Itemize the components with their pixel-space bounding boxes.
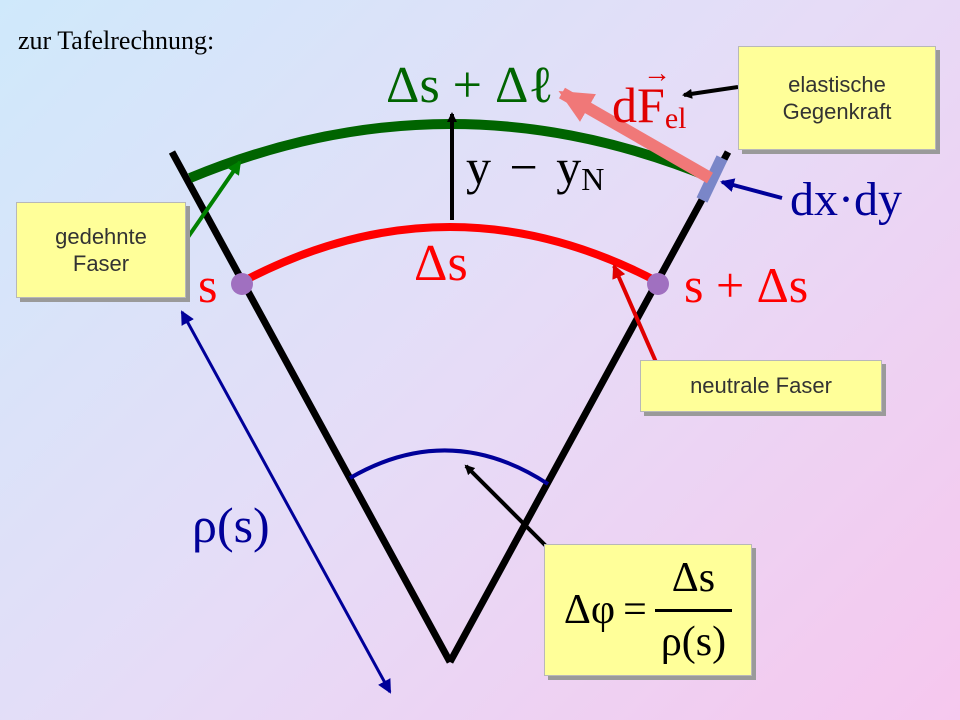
yN-var: y [556, 139, 582, 195]
point-s-plus-delta-s [647, 273, 669, 295]
arrow-to-force [682, 85, 739, 99]
box-neutrale-faser: neutrale Faser [640, 360, 882, 412]
arrow-to-neutral-fiber [612, 264, 658, 363]
dF-d: d [612, 77, 637, 133]
formula-box: Δφ = Δs ρ(s) [544, 544, 752, 676]
formula-fraction: Δs ρ(s) [654, 552, 733, 669]
minus-sign: − [509, 139, 538, 195]
label-s-plus-delta-s: s + Δs [684, 257, 809, 313]
label-dF-el: d→Fel [612, 60, 687, 135]
neutral-fiber-arc [240, 223, 660, 286]
arrow-to-angle [464, 464, 550, 550]
formula-denominator: ρ(s) [654, 608, 733, 669]
box-elastische-line2: Gegenkraft [782, 99, 892, 124]
wedge-right-line [446, 150, 732, 664]
y-var: y [466, 139, 491, 195]
formula-equals: = [623, 586, 647, 633]
area-element-marker [696, 155, 728, 203]
box-gedehnte-line2: Faser [72, 251, 130, 276]
label-delta-s-plus-delta-l: Δs + Δℓ [386, 57, 554, 114]
point-s [231, 273, 253, 295]
box-elastische-line1: elastische [788, 71, 886, 97]
label-rho-s: ρ(s) [192, 497, 270, 553]
angle-arc [348, 448, 550, 486]
label-delta-s: Δs [414, 235, 468, 292]
radius-arrow [180, 310, 392, 694]
formula-lhs: Δφ [563, 586, 616, 633]
label-s: s [198, 257, 218, 313]
label-dx-dy: dx·dy [790, 173, 902, 226]
label-y-minus-yN: y − yN [466, 142, 604, 195]
vector-arrow: → [643, 58, 671, 89]
box-elastische-gegenkraft: elastische Gegenkraft [738, 46, 936, 150]
elastic-force-arrow [558, 87, 713, 184]
box-gedehnte-line1: gedehnte [55, 223, 147, 249]
yN-subscript: N [581, 161, 605, 197]
title-text: zur Tafelrechnung: [18, 26, 215, 55]
dF-F: F [637, 77, 665, 133]
box-gedehnte-faser: gedehnte Faser [16, 202, 186, 298]
dF-subscript: el [664, 102, 687, 135]
formula-numerator: Δs [671, 555, 716, 601]
arrow-to-stretched-fiber [184, 160, 242, 242]
arrow-to-area [720, 178, 783, 200]
